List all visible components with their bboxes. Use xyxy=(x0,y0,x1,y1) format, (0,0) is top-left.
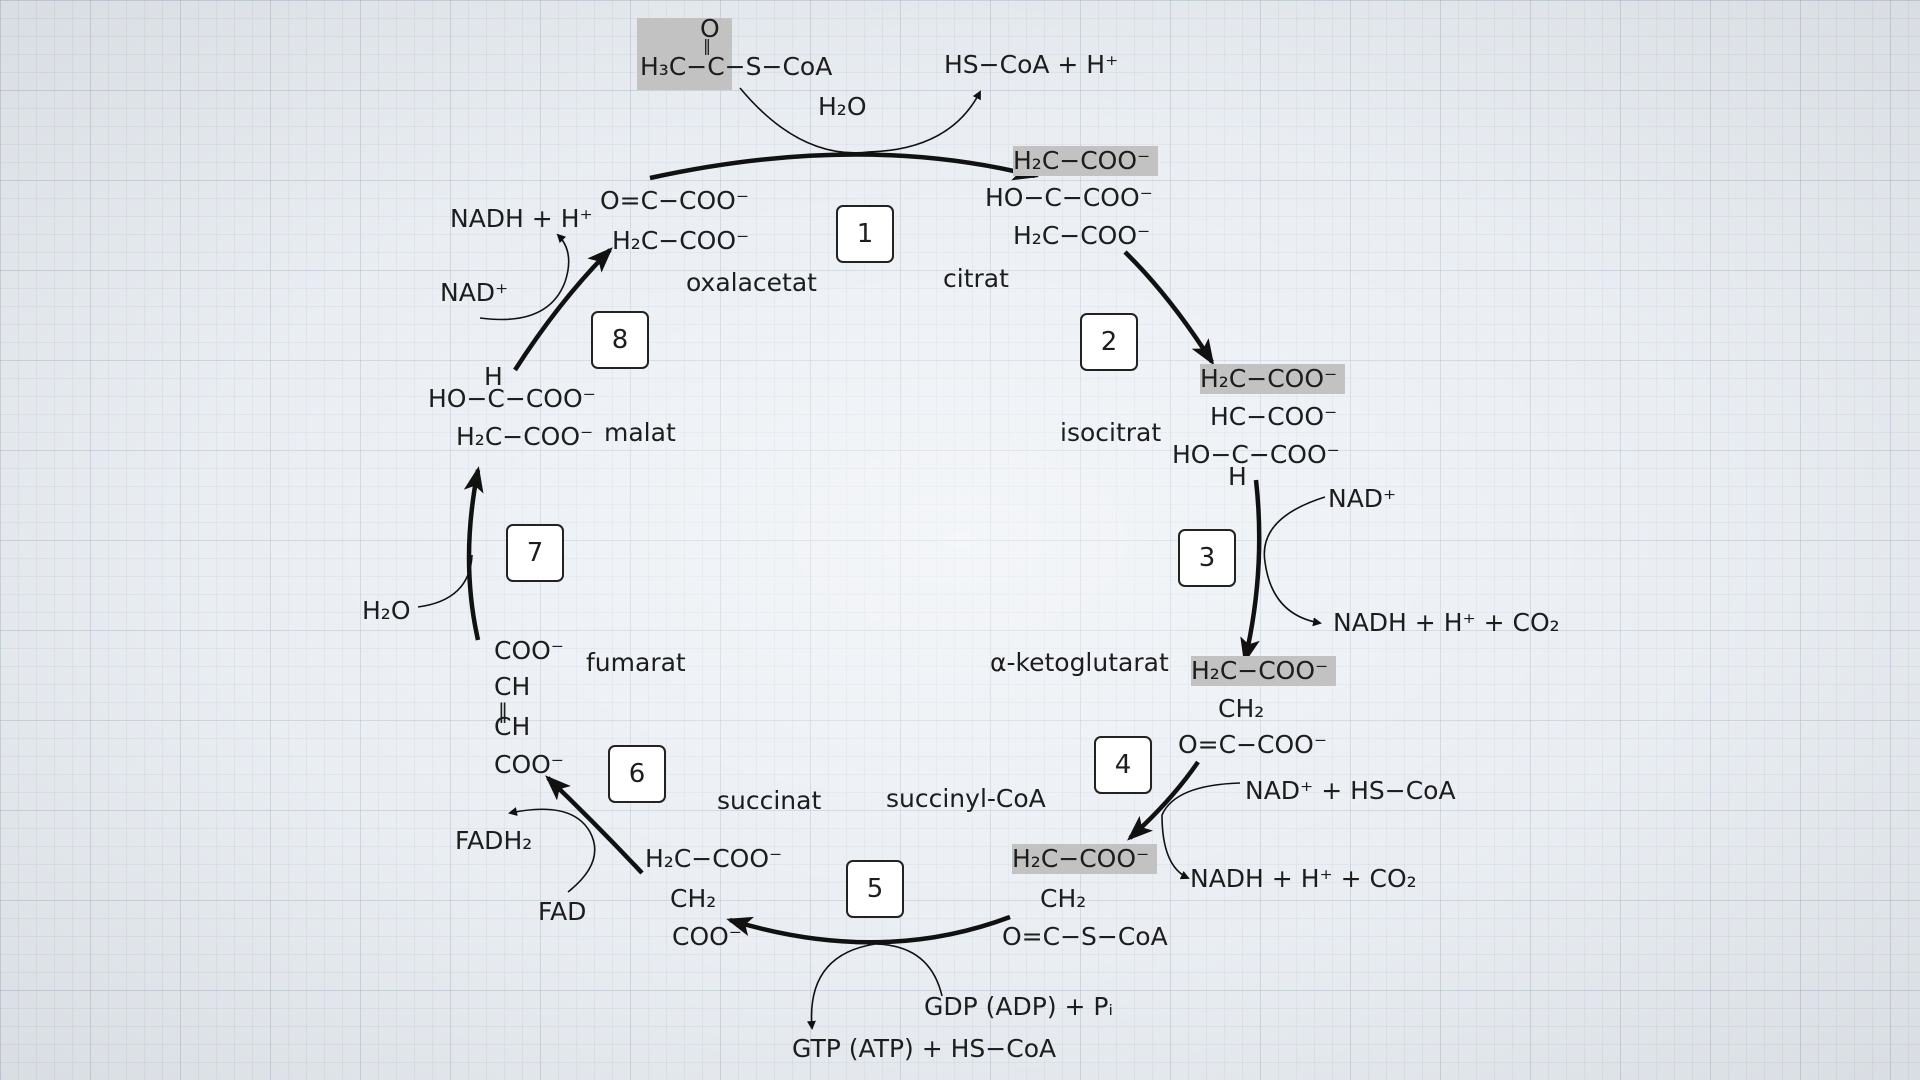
succinyl-coa-line2: CH₂ xyxy=(1040,884,1087,913)
side-arrow-acetyl-in xyxy=(739,87,869,154)
step6-output: FADH₂ xyxy=(455,826,533,855)
side-arrow-nadh-out-3 xyxy=(1264,561,1322,627)
succinate-name: succinat xyxy=(717,786,822,815)
ketoglutarate-line3: O=C−COO⁻ xyxy=(1178,730,1328,759)
acetyl-oxygen: O xyxy=(700,14,720,43)
succinyl-coa-line1: H₂C−COO⁻ xyxy=(1012,844,1158,874)
step-box-7: 7 xyxy=(506,524,564,582)
step-box-5: 5 xyxy=(846,860,904,918)
citrate-name: citrat xyxy=(943,264,1009,293)
step4-input: NAD⁺ + HS−CoA xyxy=(1245,776,1456,805)
malate-line2: HO−C−COO⁻ xyxy=(428,384,596,413)
arrow-step6 xyxy=(545,775,644,875)
arrow-step2 xyxy=(1123,250,1215,366)
step5-output: GTP (ATP) + HS−CoA xyxy=(792,1034,1057,1063)
ketoglutarate-line2: CH₂ xyxy=(1218,694,1265,723)
side-arrow-gtp-out xyxy=(806,943,876,1030)
ketoglutarate-line1: H₂C−COO⁻ xyxy=(1191,656,1337,686)
isocitrate-line4: H xyxy=(1228,462,1247,491)
side-arrow-nadh-out-4 xyxy=(1161,814,1190,880)
succinate-line3: COO⁻ xyxy=(672,922,743,951)
fumarate-line1: COO⁻ xyxy=(494,636,565,665)
fumarate-name: fumarat xyxy=(586,648,686,677)
oxaloacetate-name: oxalacetat xyxy=(686,268,817,297)
fumarate-double-bond: ‖ xyxy=(498,699,508,723)
step8-input: NAD⁺ xyxy=(440,278,509,307)
step8-output: NADH + H⁺ xyxy=(450,204,593,233)
arrow-step3 xyxy=(1240,479,1262,664)
side-arrow-nad-in-8 xyxy=(479,281,566,321)
arrow-step8 xyxy=(513,247,613,372)
step-box-3: 3 xyxy=(1178,529,1236,587)
fumarate-line4: CH xyxy=(494,712,531,741)
succinate-line2: CH₂ xyxy=(670,884,717,913)
side-arrow-coa-out xyxy=(867,90,981,153)
step-box-8: 8 xyxy=(591,311,649,369)
acetyl-highlight xyxy=(637,18,732,90)
acetyl-products: HS−CoA + H⁺ xyxy=(944,50,1119,79)
succinyl-coa-line3: O=C−S−CoA xyxy=(1002,922,1168,951)
oxaloacetate-line1: O=C−COO⁻ xyxy=(600,186,750,215)
citrate-line3: H₂C−COO⁻ xyxy=(1013,221,1151,250)
citrate-line2: HO−C−COO⁻ xyxy=(985,183,1153,212)
step5-input: GDP (ADP) + Pᵢ xyxy=(924,992,1113,1021)
step1-water: H₂O xyxy=(818,92,867,121)
acetyl-double-bond: ‖ xyxy=(703,36,711,55)
succinyl-coa-name: succinyl-CoA xyxy=(886,784,1046,813)
step-box-2: 2 xyxy=(1080,313,1138,371)
acetyl-formula: H₃C−C−S−CoA xyxy=(640,52,833,81)
step-box-4: 4 xyxy=(1094,736,1152,794)
arrow-step5 xyxy=(726,914,1011,945)
step-box-6: 6 xyxy=(608,745,666,803)
arrow-step1 xyxy=(649,152,1039,181)
side-arrow-nad-in-3 xyxy=(1263,496,1326,563)
isocitrate-line2: HC−COO⁻ xyxy=(1210,402,1338,431)
step4-output: NADH + H⁺ + CO₂ xyxy=(1190,864,1417,893)
step-box-1: 1 xyxy=(836,205,894,263)
fumarate-line2: CH xyxy=(494,672,531,701)
fumarate-line5: COO⁻ xyxy=(494,750,565,779)
oxaloacetate-line2: H₂C−COO⁻ xyxy=(612,226,750,255)
side-arrow-water-7 xyxy=(417,554,473,608)
malate-line1: H xyxy=(484,362,503,391)
ketoglutarate-name: α-ketoglutarat xyxy=(990,648,1169,677)
side-arrow-gdp-in xyxy=(874,943,943,997)
arrow-step4 xyxy=(1127,760,1200,841)
step3-input: NAD⁺ xyxy=(1328,484,1397,513)
side-arrow-fad-in xyxy=(567,831,596,893)
isocitrate-line3: HO−C−COO⁻ xyxy=(1172,440,1340,469)
step6-input: FAD xyxy=(538,897,587,926)
step7-input: H₂O xyxy=(362,596,411,625)
citrate-line1: H₂C−COO⁻ xyxy=(1013,146,1159,176)
malate-name: malat xyxy=(604,418,676,447)
arrow-step7 xyxy=(463,466,484,641)
side-arrow-fadh2-out xyxy=(508,807,591,833)
side-arrow-nad-in-4 xyxy=(1161,782,1241,816)
succinate-line1: H₂C−COO⁻ xyxy=(645,844,783,873)
step3-output: NADH + H⁺ + CO₂ xyxy=(1333,608,1560,637)
malate-line3: H₂C−COO⁻ xyxy=(456,422,594,451)
isocitrate-name: isocitrat xyxy=(1060,418,1162,447)
isocitrate-line1: H₂C−COO⁻ xyxy=(1200,364,1346,394)
side-arrow-nadh-out-8 xyxy=(556,233,570,283)
